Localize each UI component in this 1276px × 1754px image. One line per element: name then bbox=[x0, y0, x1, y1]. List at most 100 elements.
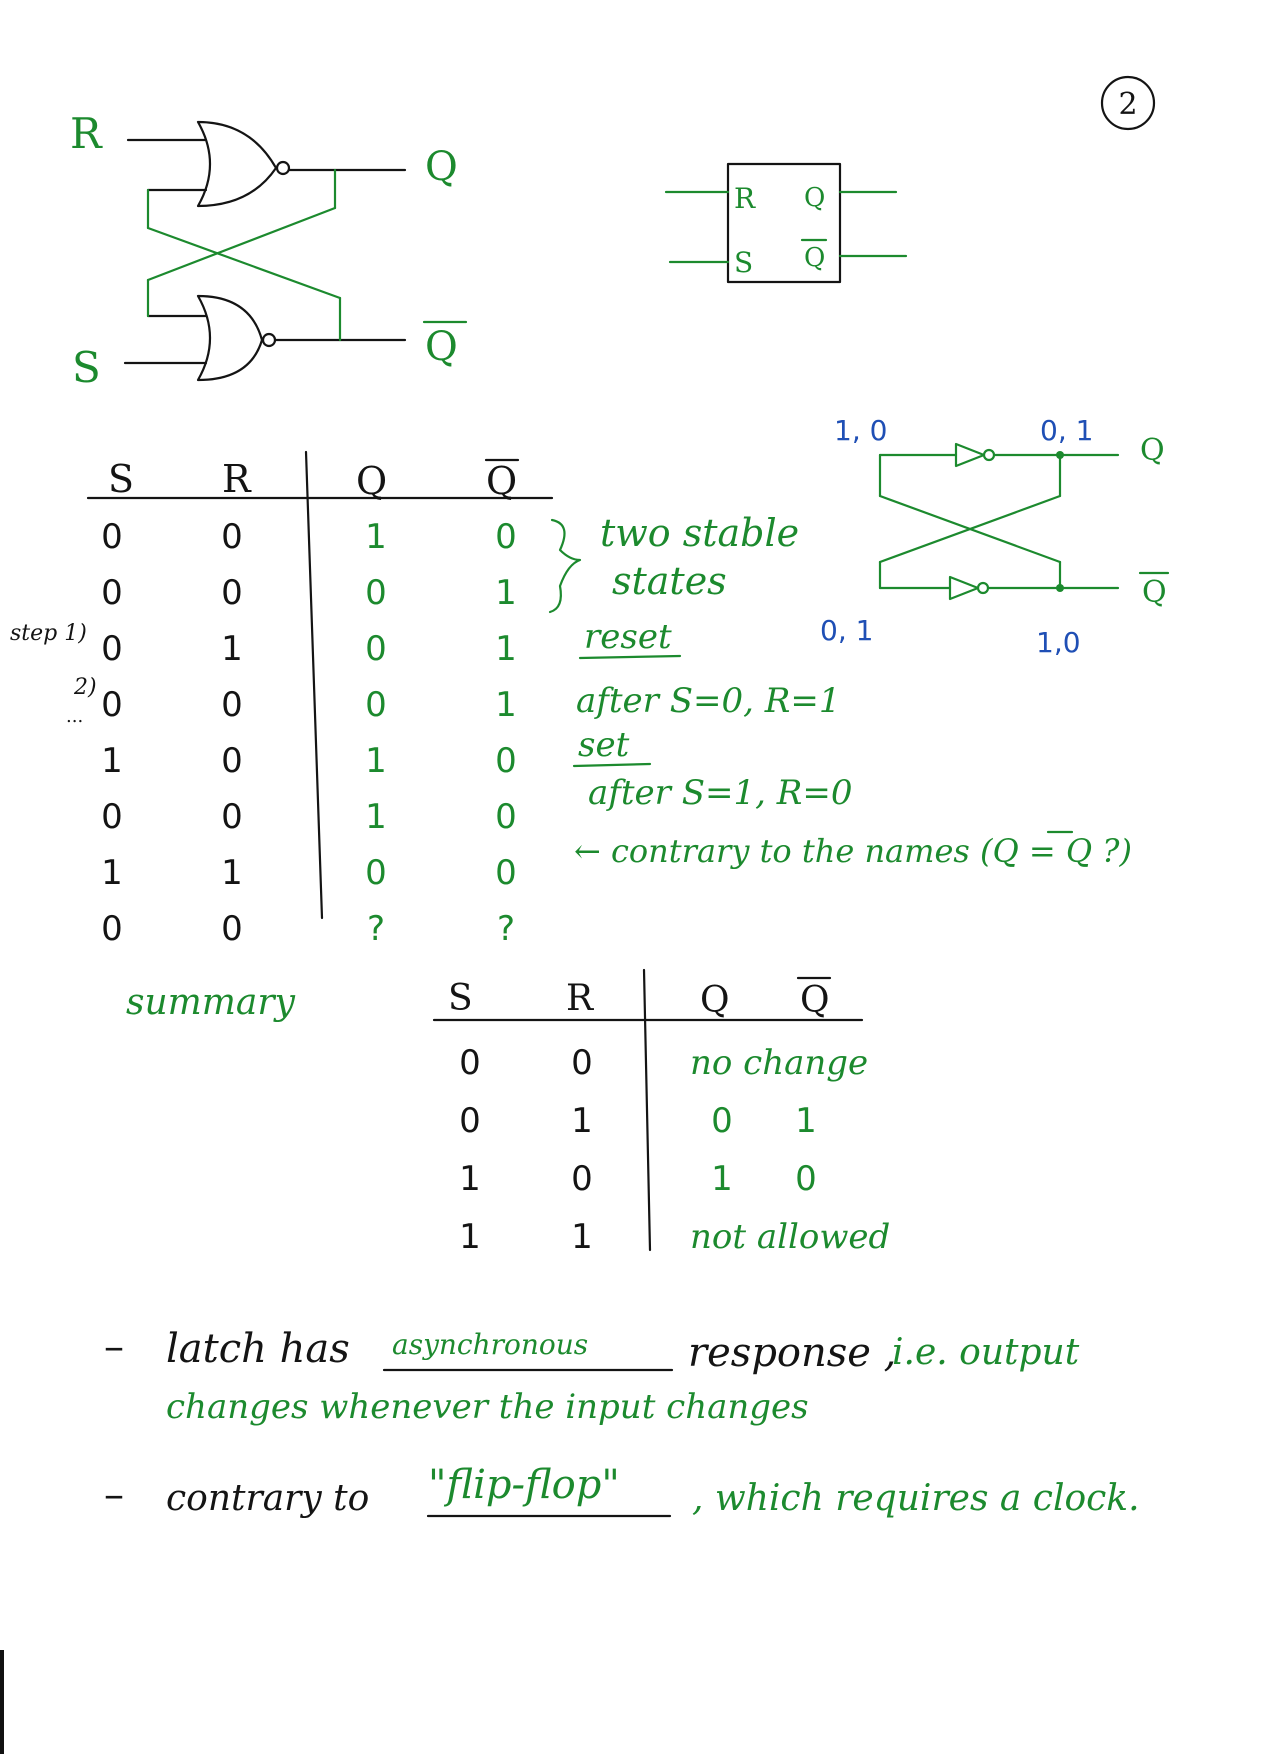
loop-output-q: Q bbox=[1140, 433, 1165, 468]
block-label-qbar: Q bbox=[804, 243, 825, 273]
note1-asynchronous: asynchronous bbox=[392, 1328, 588, 1361]
tt-cell: 0 bbox=[495, 797, 517, 837]
tt-header-s: S bbox=[108, 457, 134, 501]
loop-output-qbar: Q bbox=[1142, 575, 1167, 610]
note1-latch-has: latch has bbox=[166, 1326, 350, 1372]
tt-step-2: 2) bbox=[73, 675, 97, 700]
summary-header-r: R bbox=[566, 978, 594, 1019]
tt-cell: 0 bbox=[101, 517, 123, 557]
tt-cell: 0 bbox=[101, 685, 123, 725]
note-after-set: after S=1, R=0 bbox=[588, 773, 852, 813]
block-label-r: R bbox=[734, 182, 756, 215]
tt-cell: 0 bbox=[221, 797, 243, 837]
tt-cell: 0 bbox=[365, 853, 387, 893]
summary-column-rule bbox=[642, 968, 652, 1252]
summary-cell: 1 bbox=[795, 1101, 817, 1141]
inverter-top bbox=[954, 442, 986, 468]
note1-bullet: – bbox=[104, 1324, 124, 1370]
tt-header-q: Q bbox=[356, 459, 387, 503]
tt-cell: 0 bbox=[221, 741, 243, 781]
summary-cell: 0 bbox=[571, 1043, 593, 1083]
truth-table-notes: two stable states reset after S=0, R=1 s… bbox=[548, 511, 1132, 870]
tt-cell: 1 bbox=[495, 629, 517, 669]
summary-cell: 1 bbox=[459, 1159, 481, 1199]
tt-cell: 1 bbox=[101, 853, 123, 893]
tt-cell: 0 bbox=[221, 517, 243, 557]
tt-cell: ? bbox=[497, 909, 515, 949]
latch-input-s: S bbox=[72, 343, 101, 392]
loop-top-left-values: 1, 0 bbox=[834, 414, 887, 447]
inverter-bottom bbox=[948, 575, 980, 601]
tt-cell: 0 bbox=[221, 909, 243, 949]
page-number-badge: 2 bbox=[1100, 75, 1156, 131]
tt-cell: 1 bbox=[495, 685, 517, 725]
summary-cell: 0 bbox=[571, 1159, 593, 1199]
note1-ie-output: i.e. output bbox=[892, 1332, 1080, 1373]
tt-cell: 0 bbox=[495, 517, 517, 557]
nor-bubble-top bbox=[275, 160, 291, 176]
summary-cell: 0 bbox=[711, 1101, 733, 1141]
note2-requires-clock: , which requires a clock. bbox=[692, 1478, 1140, 1519]
block-label-s: S bbox=[734, 246, 753, 279]
latch-input-r: R bbox=[70, 109, 103, 158]
summary-cell: 0 bbox=[459, 1043, 481, 1083]
tt-cell: 1 bbox=[221, 629, 243, 669]
tt-cell: 1 bbox=[365, 797, 387, 837]
page-number: 2 bbox=[1118, 87, 1137, 122]
tt-cell: 0 bbox=[101, 797, 123, 837]
note2-flip-flop: "flip-flop" bbox=[428, 1462, 620, 1508]
bottom-notes: – latch has asynchronous response , i.e.… bbox=[104, 1324, 1140, 1519]
nor-bubble-bottom bbox=[261, 332, 277, 348]
tt-cell: 0 bbox=[101, 629, 123, 669]
tt-step-1: step 1) bbox=[10, 621, 87, 646]
summary-cell: 1 bbox=[571, 1217, 593, 1257]
loop-bottom-right-values: 1,0 bbox=[1036, 626, 1081, 659]
loop-bottom-left-values: 0, 1 bbox=[820, 614, 873, 647]
tt-cell: 0 bbox=[365, 573, 387, 613]
note-reset: reset bbox=[584, 617, 672, 657]
note2-contrary-to: contrary to bbox=[166, 1478, 369, 1519]
summary-cell: not allowed bbox=[690, 1217, 890, 1257]
latch-output-q: Q bbox=[425, 144, 458, 190]
note1-response: response , bbox=[688, 1330, 896, 1376]
sr-block-symbol: R S Q Q bbox=[664, 162, 908, 284]
tt-cell: 0 bbox=[365, 685, 387, 725]
tt-cell: 1 bbox=[495, 573, 517, 613]
summary-header-s: S bbox=[448, 978, 473, 1019]
note-contrary-names: ← contrary to the names (Q = Q ?) bbox=[574, 832, 1132, 870]
nor-latch-diagram: R S Q Q bbox=[70, 109, 468, 392]
latch-output-qbar: Q bbox=[425, 324, 458, 370]
note-two-stable: two stable bbox=[600, 511, 799, 555]
tt-header-r: R bbox=[222, 457, 252, 501]
tt-column-rule bbox=[304, 450, 324, 920]
tt-cell: 0 bbox=[101, 573, 123, 613]
tt-cell: 1 bbox=[365, 741, 387, 781]
tt-cell: 1 bbox=[365, 517, 387, 557]
tt-cell: 0 bbox=[101, 909, 123, 949]
stable-states-brace bbox=[548, 518, 582, 614]
summary-label: summary bbox=[126, 982, 296, 1023]
summary-cell: 1 bbox=[711, 1159, 733, 1199]
note-after-reset: after S=0, R=1 bbox=[576, 681, 840, 721]
summary-cell: 1 bbox=[571, 1101, 593, 1141]
tt-cell: 1 bbox=[221, 853, 243, 893]
note2-bullet: – bbox=[104, 1472, 124, 1518]
summary-cell: 0 bbox=[459, 1101, 481, 1141]
summary-cell: no change bbox=[690, 1043, 868, 1083]
tt-cell: 0 bbox=[495, 853, 517, 893]
nor-gate-bottom bbox=[196, 294, 264, 382]
summary-cell: 1 bbox=[459, 1217, 481, 1257]
nor-gate-top bbox=[196, 120, 278, 208]
summary-header-q: Q bbox=[700, 980, 730, 1021]
tt-header-qbar: Q bbox=[486, 459, 517, 503]
summary-header-qbar: Q bbox=[800, 980, 830, 1021]
tt-cell: 0 bbox=[221, 685, 243, 725]
note-states: states bbox=[612, 559, 727, 603]
tt-cell: 0 bbox=[365, 629, 387, 669]
tt-cell: ? bbox=[367, 909, 385, 949]
tt-cell: 0 bbox=[495, 741, 517, 781]
tt-cell: 1 bbox=[101, 741, 123, 781]
